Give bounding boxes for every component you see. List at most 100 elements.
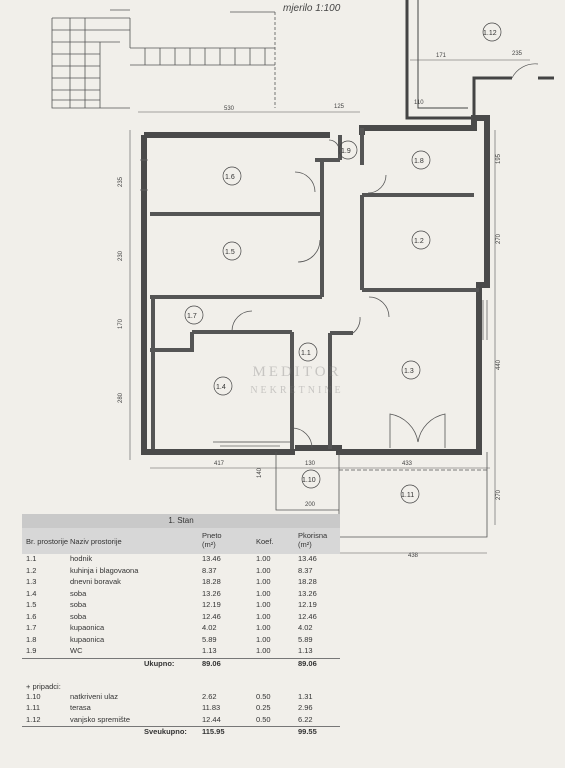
cell-p: 12.46 [202,611,221,621]
cell-k: 1.00 [256,611,271,621]
cell-k: 1.00 [256,623,271,632]
dim-label: 170 [118,318,124,329]
svg-text:1.6: 1.6 [225,174,235,181]
room-tag-1-12: 1.12 [482,22,502,42]
storage-door-swing [511,63,539,79]
table-title: 1. Stan [22,514,340,528]
total-row: Sveukupno: 115.95 99.55 [22,726,340,737]
room-tag-1-1: 1.1 [298,342,318,362]
cell-name: kupaonica [70,634,105,644]
dim-label: 235 [512,51,523,57]
cell-num: 1.9 [26,646,37,655]
cell-name: terasa [70,703,91,712]
dim-label: 235 [118,176,124,187]
cell-num: 1.10 [26,691,41,701]
room-tag-1-10: 1.10 [301,469,321,489]
cell-p: 8.37 [202,565,217,575]
cell-name: dnevni boravak [70,577,121,586]
cell-p: 4.02 [202,623,217,632]
cell-num: 1.12 [26,714,41,724]
header-num: Br. prostorije [26,537,69,546]
dim-label: 230 [118,250,124,261]
cell-pk: 1.13 [298,646,313,655]
cell-pk: 1.31 [298,691,313,701]
header-koef: Koef. [256,537,274,546]
room-tag-1-8: 1.8 [411,150,431,170]
cell-pk: 4.02 [298,623,313,632]
svg-text:1.9: 1.9 [341,148,351,155]
cell-num: 1.11 [26,703,41,712]
cell-k: 1.00 [256,588,271,598]
room-tag-1-3: 1.3 [401,360,421,380]
header-pkorisna-label: Pkorisna [298,531,328,540]
cell-k: 1.00 [256,646,271,655]
cell-name: natkriveni ulaz [70,691,118,701]
dim-label: 171 [436,53,447,59]
cell-k: 1.00 [256,565,271,575]
cell-k: 1.00 [256,577,271,586]
subtotal-row: Ukupno: 89.06 89.06 [22,657,340,673]
dim-label: 433 [402,461,413,467]
room-tags: 1.1 1.2 1.3 1.4 1.5 1.6 1.7 1.8 1.9 1.10… [184,22,502,504]
dim-label: 130 [305,461,316,467]
cell-pk: 18.28 [298,577,317,586]
svg-text:1.1: 1.1 [301,350,311,357]
svg-text:1.8: 1.8 [414,158,424,165]
scale-label: mjerilo 1:100 [283,3,341,14]
cell-name: soba [70,588,87,598]
dim-label: 195 [496,153,502,164]
watermark-line1: MEDITOR [252,364,342,380]
cell-pk: 12.46 [298,611,317,621]
header-pkorisna: Pkorisna(m²) [298,531,327,549]
cell-num: 1.8 [26,634,37,644]
dim-label: 417 [214,461,225,467]
room-tag-1-9: 1.9 [338,140,358,160]
cell-p: 2.62 [202,691,217,701]
watermark-line2: NEKRETNINE [250,385,344,396]
svg-text:1.12: 1.12 [483,30,497,37]
cell-num: 1.1 [26,554,37,563]
table-row: 1.10 natkriveni ulaz 2.62 0.50 1.31 [22,692,340,704]
subtotal-pneto: 89.06 [202,658,221,668]
cell-pk: 2.96 [298,703,313,712]
area-table: 1. Stan Br. prostorije Naziv prostorije … [22,514,340,737]
room-tag-1-11: 1.11 [400,484,420,504]
svg-text:1.11: 1.11 [401,492,414,499]
dim-label: 200 [305,502,316,508]
cell-k: 1.00 [256,600,271,609]
svg-text:1.4: 1.4 [216,384,226,391]
header-pneto: Pneto(m²) [202,531,222,549]
cell-p: 1.13 [202,646,217,655]
dim-label: 110 [414,100,424,106]
cell-k: 1.00 [256,634,271,644]
cell-name: hodnik [70,554,93,563]
cell-name: WC [70,646,83,655]
cell-p: 12.19 [202,600,221,609]
room-tag-1-6: 1.6 [222,166,242,186]
cell-name: soba [70,611,87,621]
table-header: Br. prostorije Naziv prostorije Pneto(m²… [22,528,340,554]
cell-name: soba [70,600,87,609]
outer-wall [141,115,490,455]
cell-num: 1.5 [26,600,37,609]
svg-text:1.5: 1.5 [225,249,235,256]
terrace-outline [275,452,488,538]
cell-name: vanjsko spremište [70,714,131,724]
dim-label: 438 [408,553,419,559]
room-tag-1-5: 1.5 [222,241,242,261]
cell-pk: 8.37 [298,565,313,575]
total-pkorisna: 99.55 [298,727,317,736]
windows [140,159,488,447]
svg-text:1.10: 1.10 [302,477,316,484]
cell-p: 5.89 [202,634,217,644]
storage-outline [405,0,554,120]
svg-text:1.2: 1.2 [414,238,424,245]
cell-k: 0.50 [256,691,271,701]
cell-num: 1.3 [26,577,37,586]
cell-pk: 13.46 [298,554,317,563]
